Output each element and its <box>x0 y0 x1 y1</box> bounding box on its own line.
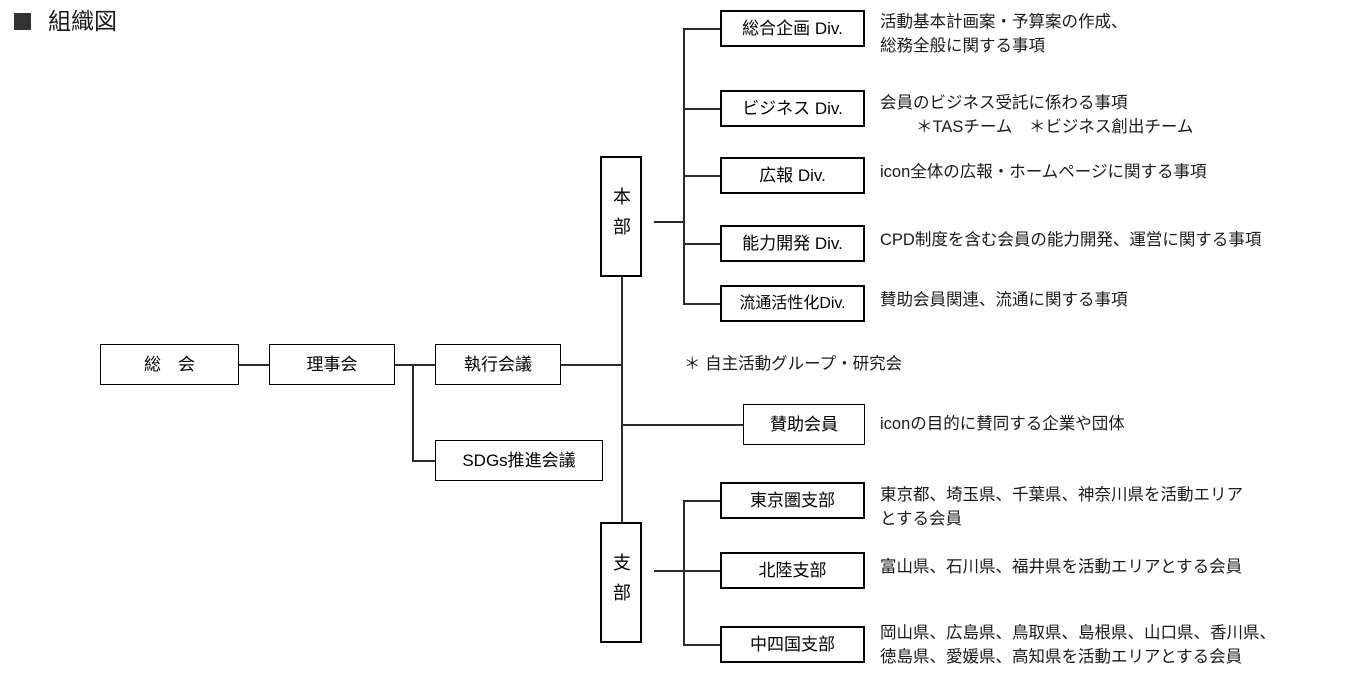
connector-assembly-to-board <box>238 364 270 366</box>
node-supporting-member[interactable]: 賛助会員 <box>743 404 865 445</box>
page-title: 組織図 <box>14 10 117 33</box>
connector-board-junction-vertical <box>412 364 414 461</box>
division-4-description: 賛助会員関連、流通に関する事項 <box>880 291 1128 309</box>
connector-branch-stub-3 <box>683 644 721 646</box>
node-division-2-label: 広報 Div. <box>759 165 826 185</box>
connector-branch-stub-2 <box>683 570 721 572</box>
branch-office-2-description: 岡山県、広島県、鳥取県、島根県、山口県、香川県、 徳島県、愛媛県、高知県を活動エ… <box>880 624 1276 666</box>
node-division-0-label: 総合企画 Div. <box>742 18 843 38</box>
branch-office-0-description: 東京都、埼玉県、千葉県、神奈川県を活動エリア とする会員 <box>880 486 1243 528</box>
node-board-of-directors[interactable]: 理事会 <box>269 344 395 385</box>
node-division-0[interactable]: 総合企画 Div. <box>720 10 865 47</box>
connector-hq-to-div-spine <box>654 221 685 223</box>
node-supporting-member-label: 賛助会員 <box>770 414 838 434</box>
supporting-member-description: iconの目的に賛同する企業や団体 <box>880 415 1125 433</box>
connector-branch-spine <box>683 500 685 645</box>
node-division-1-label: ビジネス Div. <box>742 98 843 118</box>
voluntary-groups-note: ＊ 自主活動グループ・研究会 <box>684 355 903 373</box>
node-branch-office-0[interactable]: 東京圏支部 <box>720 482 865 519</box>
node-branch-office-1[interactable]: 北陸支部 <box>720 552 865 589</box>
node-executive-meeting-label: 執行会議 <box>464 354 532 374</box>
division-1-description: 会員のビジネス受託に係わる事項 <box>880 94 1128 112</box>
node-executive-meeting[interactable]: 執行会議 <box>435 344 561 385</box>
connector-div-stub-5 <box>683 303 721 305</box>
division-1-sub-note: ＊TASチーム ＊ビジネス創出チーム <box>916 118 1194 136</box>
branch-office-1-description: 富山県、石川県、福井県を活動エリアとする会員 <box>880 558 1243 576</box>
node-branch-office-1-label: 北陸支部 <box>758 560 827 580</box>
division-3-description: CPD制度を含む会員の能力開発、運営に関する事項 <box>880 231 1262 249</box>
node-general-assembly-label: 総 会 <box>144 354 195 374</box>
node-division-4-label: 流通活性化Div. <box>739 294 846 312</box>
connector-spine-hq-lower <box>621 276 623 286</box>
node-board-of-directors-label: 理事会 <box>306 354 358 374</box>
connector-division-spine <box>683 28 685 303</box>
connector-spine-to-supporting-member <box>621 424 744 426</box>
node-division-3-label: 能力開発 Div. <box>742 233 843 253</box>
division-2-description: icon全体の広報・ホームページに関する事項 <box>880 163 1207 181</box>
connector-branch-stub-1 <box>683 500 721 502</box>
connector-branch-to-branch-spine <box>654 570 685 572</box>
node-division-1[interactable]: ビジネス Div. <box>720 90 865 127</box>
node-division-4[interactable]: 流通活性化Div. <box>720 285 865 322</box>
division-0-description: 活動基本計画案・予算案の作成、 総務全般に関する事項 <box>880 13 1128 55</box>
page-title-label: 組織図 <box>48 8 117 34</box>
connector-div-stub-4 <box>683 243 721 245</box>
connector-div-stub-1 <box>683 28 721 30</box>
node-branches-label: 支部 <box>611 552 631 613</box>
node-headquarters-label: 本部 <box>611 186 631 247</box>
node-branch-office-2[interactable]: 中四国支部 <box>720 626 865 663</box>
connector-executive-to-spine <box>560 364 623 366</box>
node-branch-office-0-label: 東京圏支部 <box>750 490 835 510</box>
connector-main-spine <box>621 160 623 524</box>
node-division-2[interactable]: 広報 Div. <box>720 157 865 194</box>
connector-div-stub-3 <box>683 175 721 177</box>
node-branches[interactable]: 支部 <box>600 522 642 643</box>
connector-div-stub-2 <box>683 108 721 110</box>
node-sdgs-meeting[interactable]: SDGs推進会議 <box>435 440 603 481</box>
connector-board-to-junction <box>394 364 435 366</box>
node-sdgs-meeting-label: SDGs推進会議 <box>462 450 576 470</box>
node-division-3[interactable]: 能力開発 Div. <box>720 225 865 262</box>
filled-square-icon <box>14 13 31 30</box>
node-headquarters[interactable]: 本部 <box>600 156 642 277</box>
connector-junction-to-sdgs <box>412 460 436 462</box>
node-branch-office-2-label: 中四国支部 <box>750 634 835 654</box>
node-general-assembly[interactable]: 総 会 <box>100 344 239 385</box>
